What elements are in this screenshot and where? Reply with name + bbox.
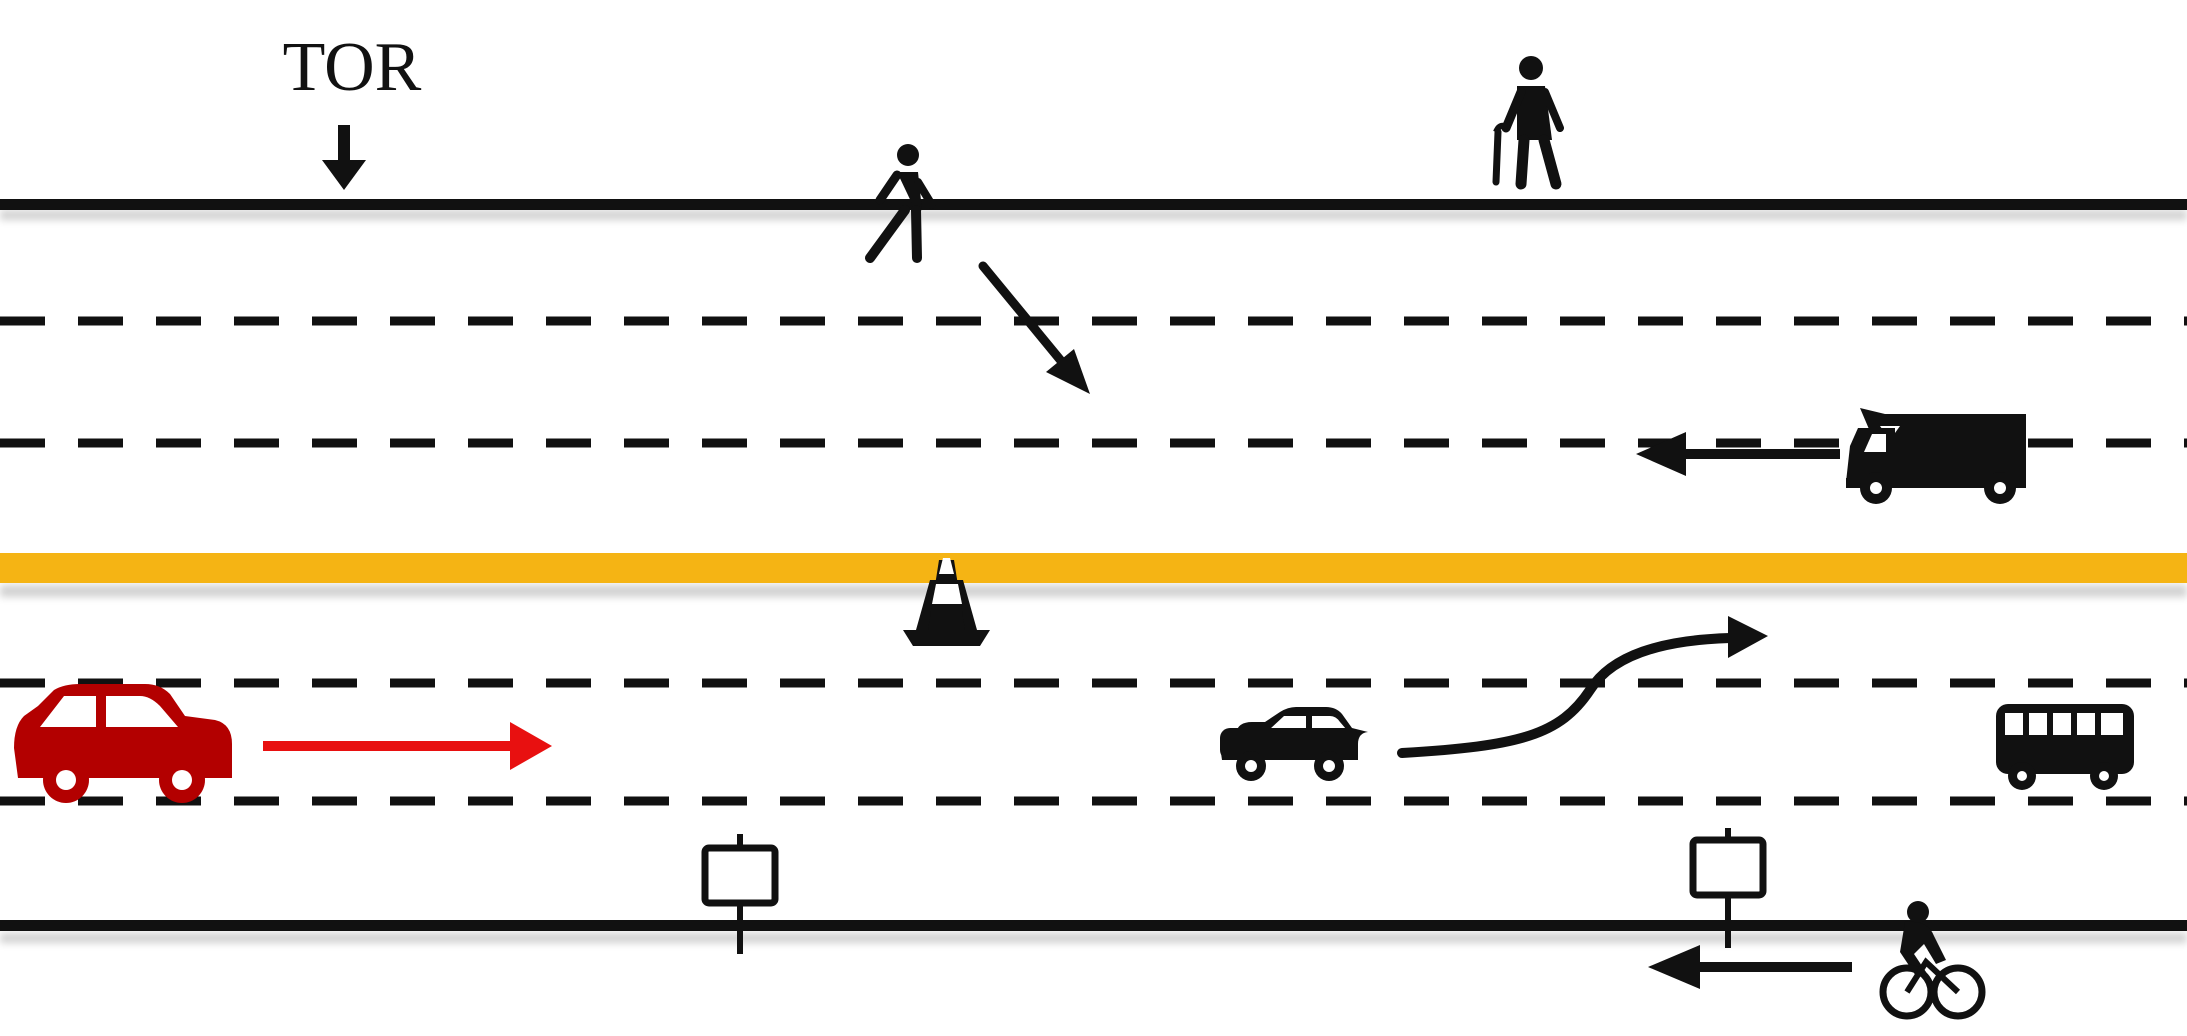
pedestrian-running-icon: [865, 144, 936, 263]
top-road-edge-line: [0, 199, 2187, 220]
center-line-yellow: [0, 553, 2187, 597]
car-icon: [1220, 707, 1368, 781]
lane-divider-dashed-3: [0, 678, 2187, 694]
truck-direction-arrow-icon: [1636, 432, 1840, 476]
red-car-icon: [14, 684, 232, 803]
lane-change-arrow-icon: [1397, 616, 1768, 758]
tor-label: TOR: [283, 29, 422, 106]
traffic-cone-icon: [903, 558, 990, 646]
ego-vehicle-direction-arrow-icon: [263, 722, 552, 770]
elderly-pedestrian-with-cane-icon: [1492, 56, 1564, 190]
lane-divider-dashed-1: [0, 316, 2187, 332]
roadside-sign-icon: [1689, 828, 1767, 948]
cyclist-icon: [1879, 901, 1986, 1020]
road-markings: [0, 199, 2187, 943]
bus-icon: [1996, 704, 2134, 790]
tor-down-arrow-icon: [322, 125, 366, 190]
lane-divider-dashed-4: [0, 796, 2187, 812]
bottom-road-edge-line: [0, 920, 2187, 943]
pedestrian-path-arrow-icon: [978, 261, 1090, 394]
cyclist-direction-arrow-icon: [1648, 945, 1852, 989]
roadside-sign-icon: [701, 834, 779, 954]
dump-truck-icon: [1846, 408, 2026, 504]
